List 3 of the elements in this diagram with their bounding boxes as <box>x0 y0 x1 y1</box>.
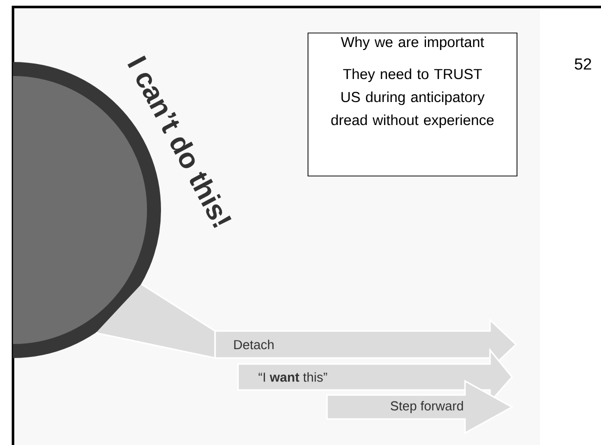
curved-heading: I can’t do this! <box>128 56 232 228</box>
text-box: Why we are important They need to TRUST US during anticipatory dread without experience <box>308 32 518 176</box>
page-number: 52 <box>574 58 592 70</box>
